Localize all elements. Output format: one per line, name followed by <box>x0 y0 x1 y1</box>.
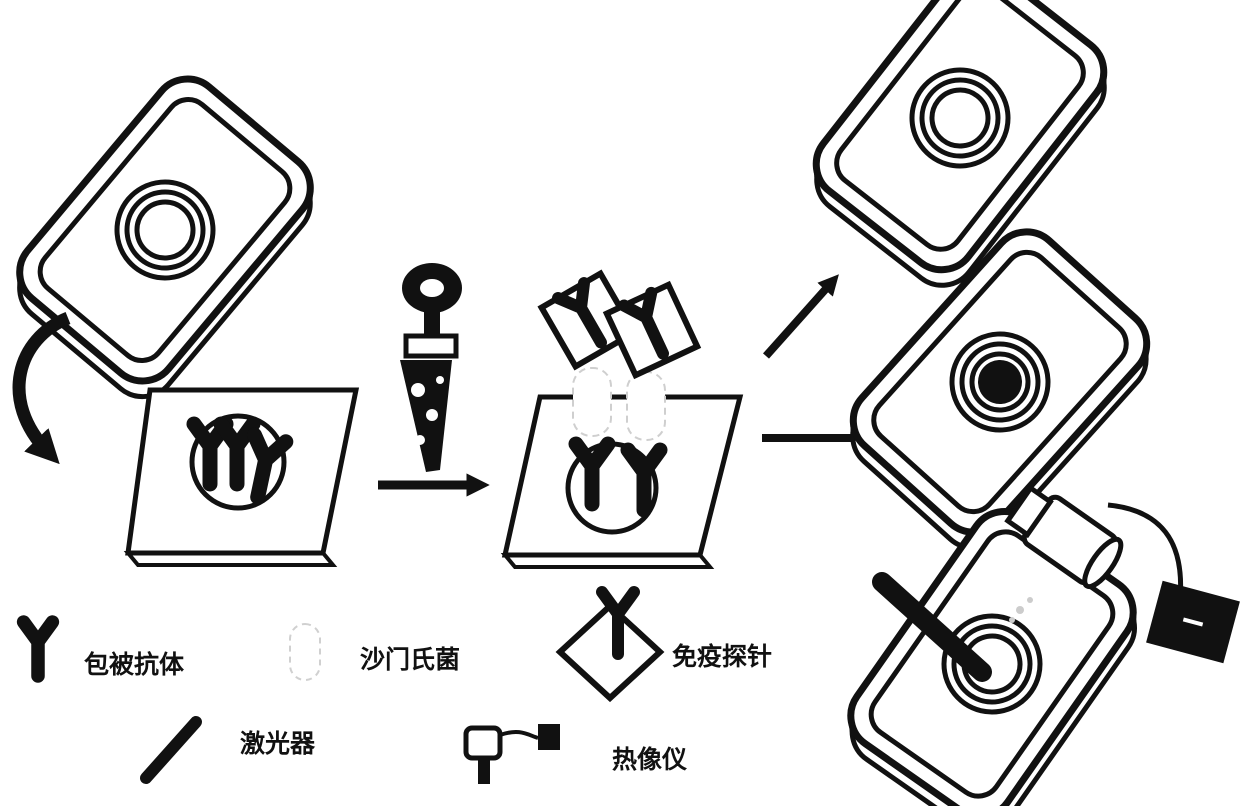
arrow-up-right-icon <box>766 282 832 356</box>
legend-probe-icon <box>560 592 660 698</box>
slide-with-antibodies <box>128 390 356 565</box>
test-card-top-left <box>0 65 332 410</box>
legend-label-thermal-imager: 热像仪 <box>612 745 688 774</box>
legend-thermal-imager-icon <box>466 724 560 784</box>
pipette-icon <box>400 263 462 472</box>
test-card-top-right <box>795 0 1125 299</box>
legend: 包被抗体 沙门氏菌 免疫探针 激光器 热像仪 <box>24 592 772 784</box>
legend-laser-icon <box>146 722 196 778</box>
legend-label-salmonella: 沙门氏菌 <box>360 645 460 674</box>
slide-with-probes <box>505 274 740 567</box>
legend-bacterium-icon <box>290 624 320 680</box>
legend-label-immune-probe: 免疫探针 <box>672 642 772 671</box>
legend-label-laser: 激光器 <box>240 729 316 758</box>
legend-label-coating-antibody: 包被抗体 <box>84 650 185 679</box>
